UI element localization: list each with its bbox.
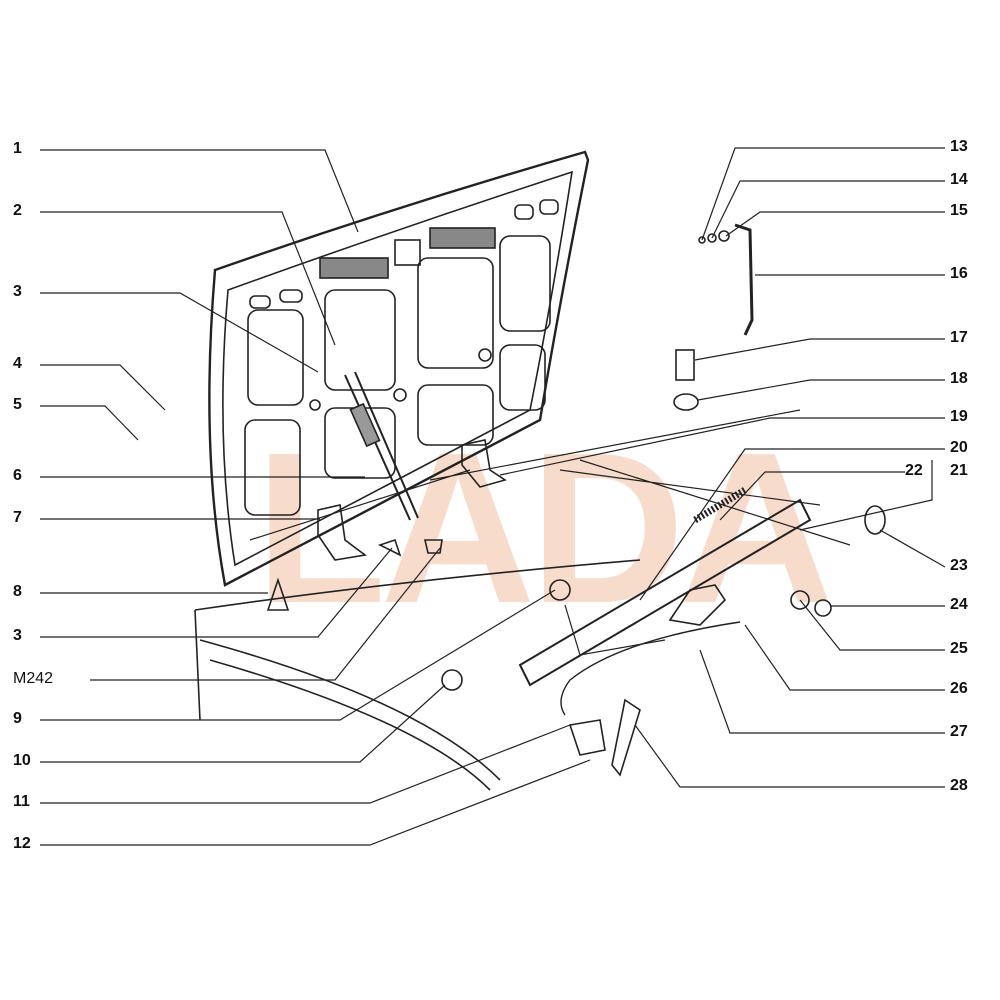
callout-label: 18: [950, 370, 968, 387]
callout-label: 14: [950, 171, 968, 188]
car-body: [194, 559, 641, 791]
callout-label: 13: [950, 138, 968, 155]
callout-label: 11: [13, 793, 30, 810]
spring: [693, 486, 747, 524]
callout-label: 1: [13, 140, 22, 157]
callout-label: 3: [13, 283, 22, 300]
callout-label: 27: [950, 723, 968, 740]
callout-label: 16: [950, 265, 968, 282]
rod-16: [734, 223, 754, 336]
callout-label: 21: [950, 462, 968, 479]
callout-label: 19: [950, 408, 968, 425]
callout-label: 12: [13, 835, 31, 852]
callout-label: 7: [13, 509, 22, 526]
callout-label: 2: [13, 202, 22, 219]
callout-label: 9: [13, 710, 22, 727]
callout-label: 28: [950, 777, 968, 794]
bolt: [675, 349, 695, 381]
callout-label: 6: [13, 467, 22, 484]
lock: [668, 584, 727, 626]
callout-label: 17: [950, 329, 968, 346]
latch-handle: [611, 698, 641, 777]
leader-lines: [40, 147, 946, 846]
cable: [560, 621, 741, 716]
rubber-buffer: [266, 577, 290, 611]
callout-label: 20: [950, 439, 968, 456]
callout-label: 24: [950, 596, 968, 613]
callout-label: 23: [950, 557, 968, 574]
hood-support-rod: [518, 498, 812, 687]
callout-label: 22: [905, 462, 923, 479]
gas-strut: [344, 371, 419, 521]
washer: [673, 393, 699, 411]
lever: [568, 719, 606, 756]
callout-label: M242: [13, 670, 54, 687]
callout-label: 15: [950, 202, 968, 219]
callout-label: 10: [13, 752, 31, 769]
callout-label: 25: [950, 640, 968, 657]
callout-label: 8: [13, 583, 22, 600]
callout-label: 4: [13, 355, 22, 372]
callout-label: 5: [13, 396, 22, 413]
callout-label: 26: [950, 680, 968, 697]
lada-watermark: LADA: [255, 407, 834, 648]
callout-label: 3: [13, 627, 22, 644]
hood-outline: [208, 150, 590, 587]
hinge-right: [461, 439, 507, 488]
hinge-left: [317, 504, 367, 561]
